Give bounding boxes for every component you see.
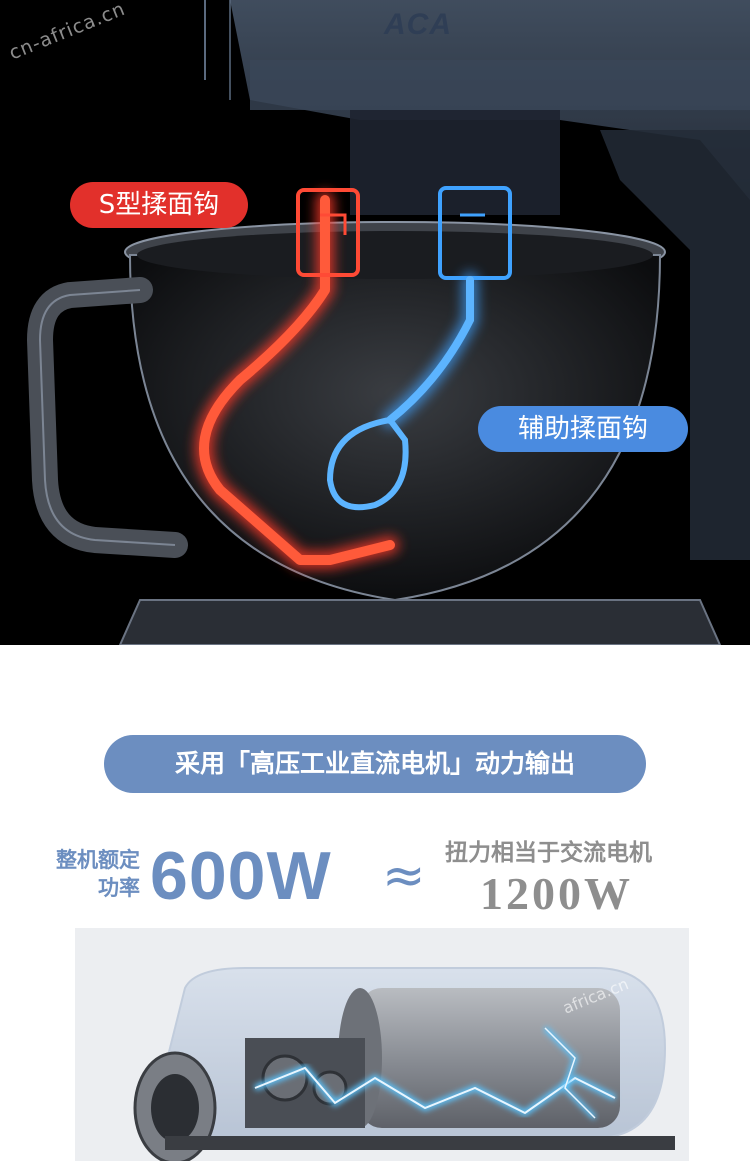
motor-illustration — [75, 928, 689, 1161]
mixer-illustration: cn-africa.cn ACA S型揉面钩 辅助揉面钩 — [0, 0, 750, 645]
aux-dough-hook — [326, 186, 512, 511]
rated-label-line2: 功率 — [98, 876, 140, 900]
brand-logo: ACA — [384, 8, 452, 41]
s-hook-label: S型揉面钩 — [70, 182, 248, 228]
mixer-drawing — [26, 0, 750, 645]
motor-banner: 采用「高压工业直流电机」动力输出 — [104, 735, 646, 793]
rated-power-value: 600W — [150, 838, 332, 914]
approx-symbol: ≈ — [382, 846, 426, 906]
s-dough-hook — [195, 188, 399, 569]
torque-label: 扭力相当于交流电机 — [445, 840, 652, 866]
aux-hook-label: 辅助揉面钩 — [478, 406, 688, 452]
rated-power-label: 整机额定 功率 — [40, 846, 140, 902]
motor-drawing — [133, 967, 675, 1161]
rated-label-line1: 整机额定 — [56, 848, 140, 872]
ac-equivalent-power: 1200W — [480, 868, 633, 919]
